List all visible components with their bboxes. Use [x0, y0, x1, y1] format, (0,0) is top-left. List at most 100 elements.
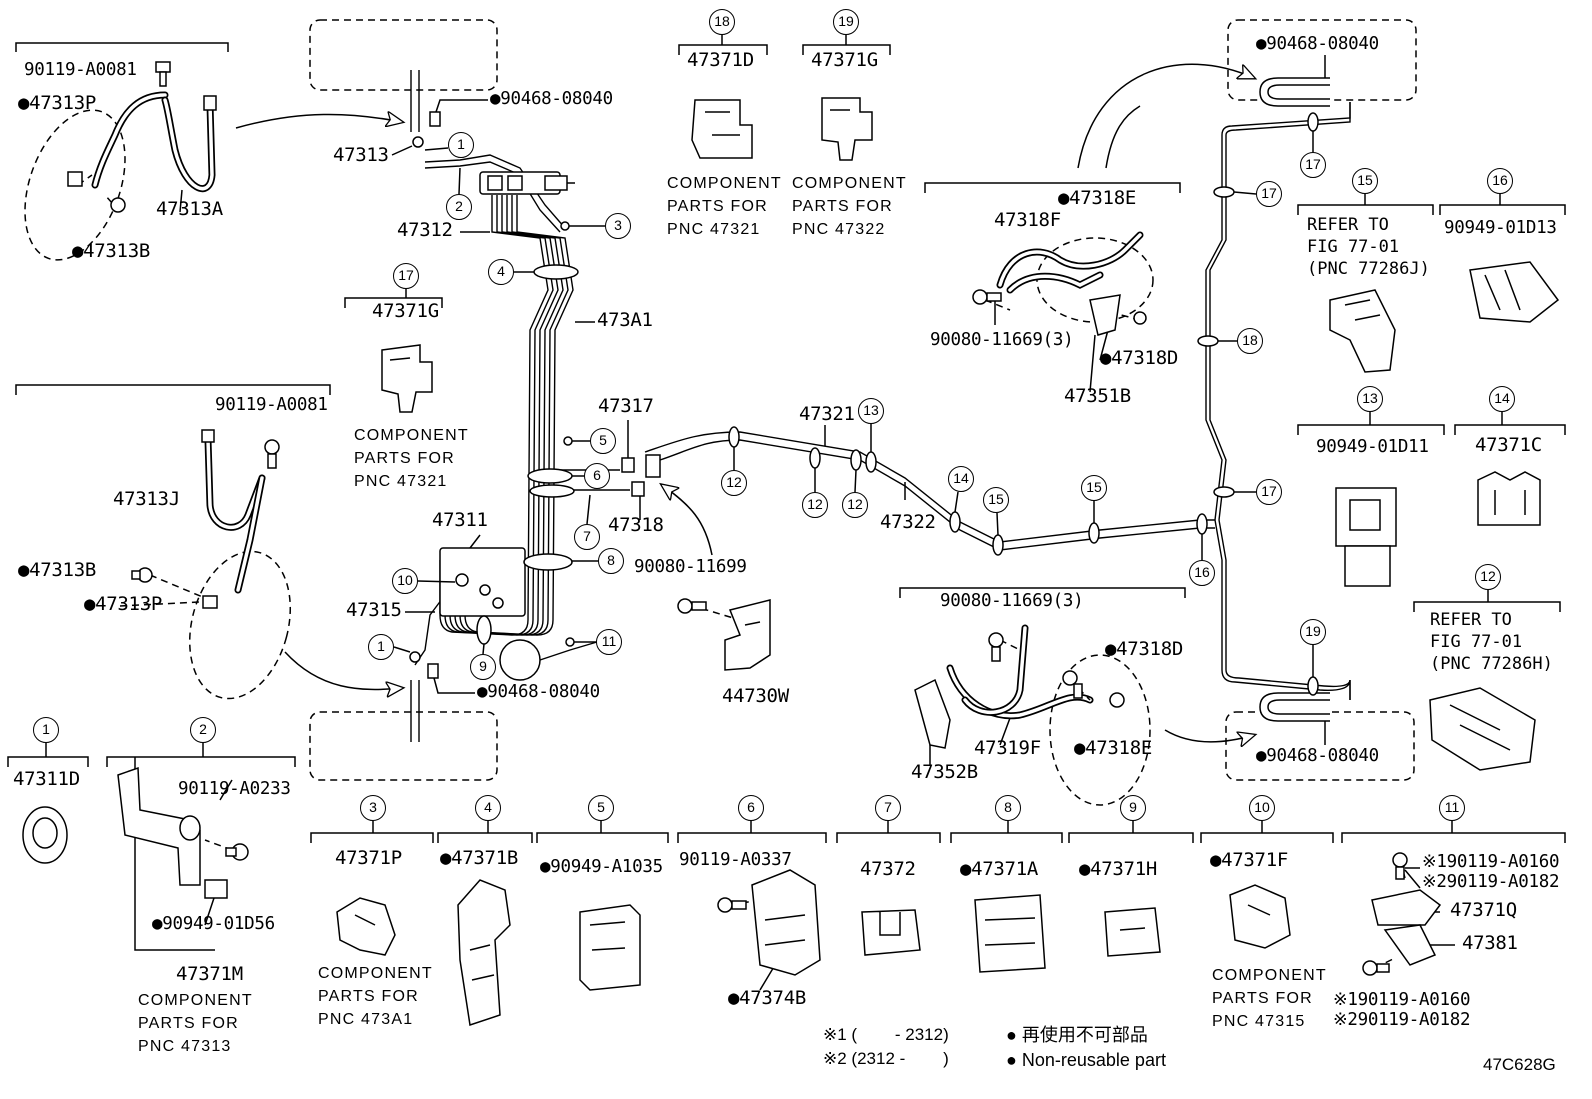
header-callout-4: 4	[475, 795, 501, 821]
clamp-90949-01d13	[1469, 261, 1560, 323]
header-callout-9: 9	[1120, 795, 1146, 821]
part-label: ●47313P	[84, 593, 162, 615]
clamp-47371f	[1229, 884, 1291, 949]
reference-arrows	[235, 63, 1254, 742]
bolt-90080-11699	[677, 598, 707, 614]
callout-15-b: 15	[1081, 475, 1107, 501]
part-label: ●90468-08040	[490, 89, 613, 109]
header-callout-3: 3	[360, 795, 386, 821]
legend-note-2: ※2 (2312 - )	[823, 1049, 949, 1068]
part-label: ●47371H	[1079, 858, 1157, 880]
bolt-90119-a0081-left	[264, 439, 280, 469]
component-note: COMPONENT PARTS FOR PNC 47315	[1212, 967, 1327, 1030]
part-label: ●47313B	[72, 240, 150, 262]
callout-17-a: 17	[1300, 152, 1326, 178]
component-note: COMPONENT PARTS FOR PNC 47322	[792, 175, 907, 238]
leader-lines	[77, 55, 1455, 991]
bolt-90119-a0081-top	[155, 61, 171, 87]
callout-7: 7	[574, 524, 600, 550]
part-label: ●47313P	[18, 92, 96, 114]
part-label: 47319F	[974, 737, 1041, 759]
header-callout-15: 15	[1352, 168, 1378, 194]
component-note: COMPONENT PARTS FOR PNC 47321	[354, 427, 469, 490]
bolt-90080-11669-bottom	[988, 632, 1004, 662]
bolt-47313b-left	[131, 567, 153, 583]
header-callout-14: 14	[1489, 386, 1515, 412]
union-47313p-top	[67, 171, 83, 187]
part-label: 44730W	[722, 685, 789, 707]
callout-14: 14	[948, 466, 974, 492]
reference-note: REFER TO FIG 77-01 (PNC 77286J)	[1307, 215, 1430, 279]
part-label: 47317	[598, 395, 654, 417]
clamp-item-12	[1429, 687, 1536, 771]
callout-3: 3	[605, 213, 631, 239]
callout-6: 6	[584, 463, 610, 489]
part-label: ●47371B	[440, 847, 518, 869]
callout-10: 10	[392, 568, 418, 594]
header-callout-18: 18	[709, 9, 735, 35]
bolt-47318d-bottom	[1062, 670, 1083, 699]
part-label: 47371P	[335, 847, 402, 869]
part-label: 47371C	[1475, 434, 1542, 456]
part-label: 90949-01D11	[1316, 437, 1429, 457]
part-label: 47322	[880, 511, 936, 533]
callout-16: 16	[1189, 560, 1215, 586]
part-label: 473A1	[597, 309, 653, 331]
diagram-code: 47C628G	[1483, 1055, 1556, 1074]
header-callout-16: 16	[1487, 168, 1513, 194]
callout-5: 5	[590, 428, 616, 454]
part-label: 47311D	[13, 768, 80, 790]
callout-13: 13	[858, 398, 884, 424]
legend-note-1: ※1 ( - 2312)	[823, 1025, 949, 1044]
callout-9: 9	[470, 654, 496, 680]
header-callout-7: 7	[875, 795, 901, 821]
clamp-47371b	[457, 879, 511, 1026]
line-components	[409, 77, 1330, 722]
part-label: 47381	[1462, 932, 1518, 954]
clip-47371d	[691, 99, 753, 159]
callout-12-c: 12	[842, 492, 868, 518]
header-callout-13: 13	[1357, 386, 1383, 412]
part-label: ●47318D	[1100, 347, 1178, 369]
part-label: ※190119-A0160	[1422, 852, 1560, 872]
callout-12-a: 12	[721, 470, 747, 496]
callout-1-lower: 1	[368, 634, 394, 660]
part-label: ※290119-A0182	[1422, 872, 1560, 892]
part-label: 47352B	[911, 761, 978, 783]
bolts	[67, 61, 1408, 976]
header-callout-5: 5	[588, 795, 614, 821]
header-callout-10: 10	[1249, 795, 1275, 821]
clamp-item-15	[1329, 289, 1396, 373]
part-label: 90119-A0233	[178, 779, 291, 799]
bolt-90119-a0337	[717, 897, 747, 913]
callout-19: 19	[1300, 619, 1326, 645]
bolt-90119-a0160-bottom	[1362, 960, 1390, 976]
part-label: 47315	[346, 599, 402, 621]
clip-47371g-left	[381, 344, 433, 413]
part-label: ●47371A	[960, 858, 1038, 880]
clamp-47372	[861, 909, 921, 956]
part-label: ●90468-08040	[1256, 746, 1379, 766]
part-label: ※190119-A0160	[1333, 990, 1471, 1010]
legend-nonreusable-en: ● Non-reusable part	[1006, 1050, 1166, 1070]
clamp-47371a	[974, 894, 1046, 973]
part-illustrations	[22, 97, 1560, 1026]
group-brackets	[7, 35, 1566, 951]
header-callout-19: 19	[833, 9, 859, 35]
part-label: 47371G	[372, 300, 439, 322]
callout-12-b: 12	[802, 492, 828, 518]
part-label: 47371Q	[1450, 899, 1517, 921]
part-label: ●90468-08040	[1256, 34, 1379, 54]
bracket-47381	[1383, 924, 1437, 966]
bolt-47313b-top	[110, 197, 126, 213]
clamp-47374b	[751, 869, 821, 976]
callout-1: 1	[448, 132, 474, 158]
bolt-90080-11669-top	[972, 289, 1002, 305]
component-note: COMPONENT PARTS FOR PNC 47321	[667, 175, 782, 238]
part-label: 47371M	[176, 963, 243, 985]
clip-47371q	[1371, 889, 1442, 926]
bracket-47352b	[914, 678, 951, 749]
callout-17-b: 17	[1256, 181, 1282, 207]
bolt-90119-a0160-top	[1392, 852, 1408, 880]
part-label: ※290119-A0182	[1333, 1010, 1471, 1030]
